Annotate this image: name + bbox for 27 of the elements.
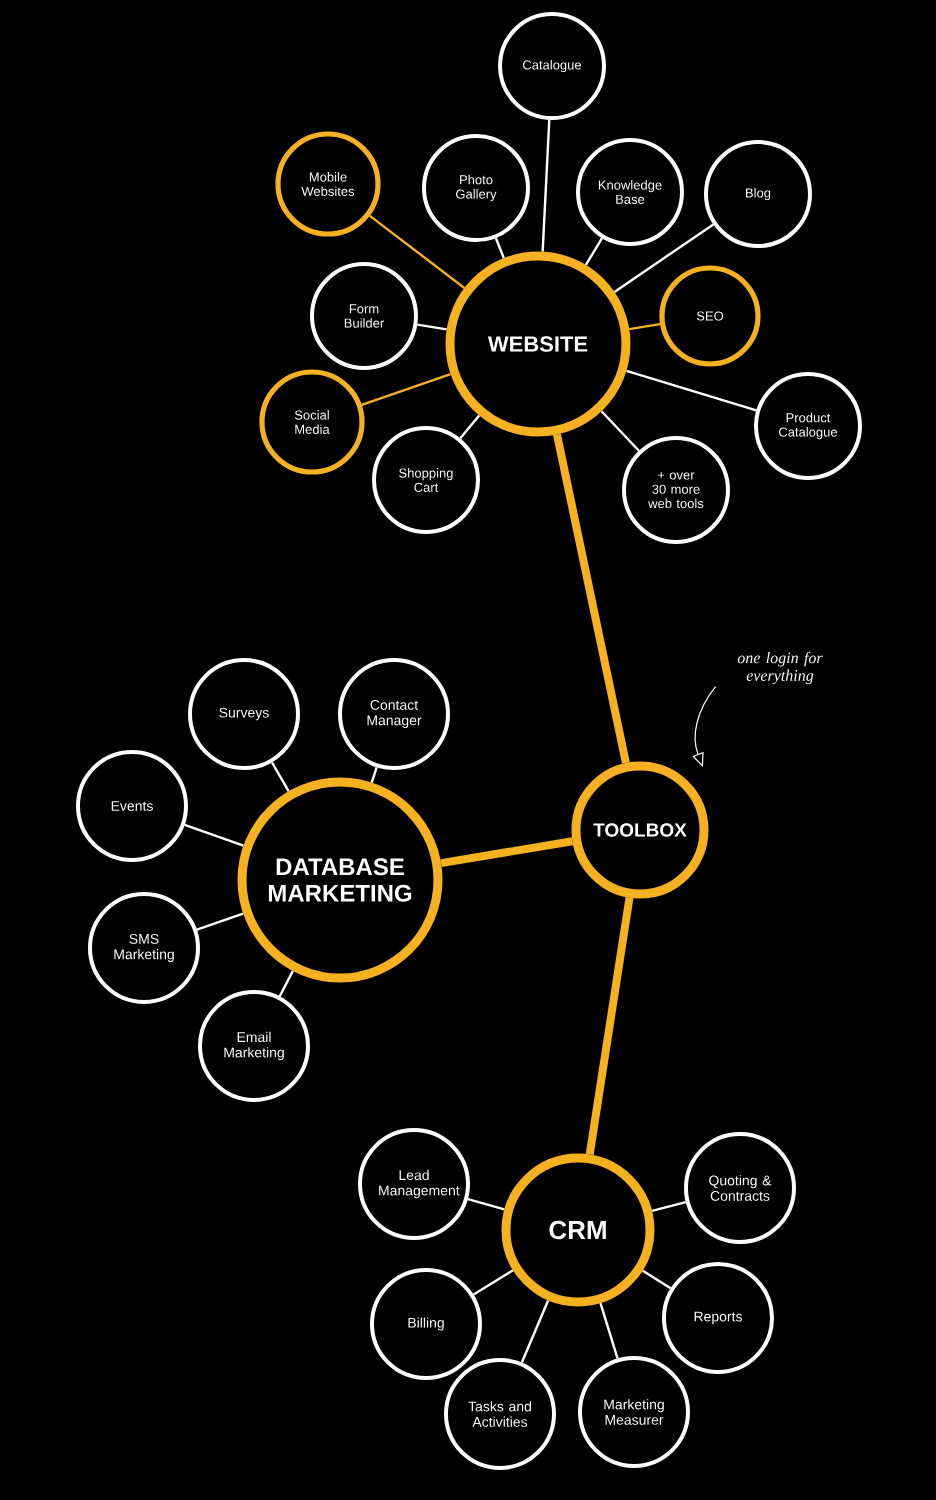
connector-line — [494, 237, 505, 259]
arrow — [692, 685, 717, 767]
connector-line — [361, 373, 451, 406]
connector-line — [370, 766, 378, 783]
connector-line — [629, 322, 661, 331]
connector-line — [642, 1269, 672, 1290]
connector-line — [459, 414, 481, 440]
connector-line — [278, 970, 294, 997]
connector-line — [553, 433, 630, 764]
connector-line — [473, 1269, 514, 1296]
connector-line — [369, 214, 466, 289]
connector-line — [651, 1200, 687, 1212]
connector-line — [599, 1302, 619, 1359]
connector-line — [440, 837, 574, 868]
connector-line — [600, 410, 640, 452]
connector-line — [585, 897, 634, 1156]
connector-line — [626, 369, 757, 412]
connector-line — [417, 323, 447, 331]
connector-line — [520, 1299, 550, 1363]
connector-line — [184, 823, 244, 847]
connector-line — [196, 912, 244, 931]
connector-line — [467, 1197, 505, 1211]
connector-line — [271, 761, 290, 792]
connector-line — [613, 223, 715, 293]
handwritten-note: one login for everything — [737, 651, 823, 685]
connector-line — [541, 119, 551, 252]
connector-line — [584, 237, 604, 266]
